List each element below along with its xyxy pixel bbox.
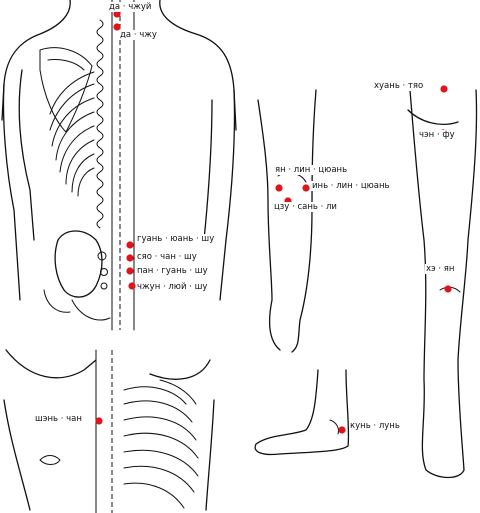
point-marker	[113, 10, 121, 18]
point-marker	[126, 241, 134, 249]
leg-side-drawing	[407, 89, 478, 479]
point-label-he-yang: хэ · ян	[425, 264, 456, 274]
point-marker	[95, 417, 103, 425]
point-label-da-zhuy: да · чжуй	[108, 2, 153, 12]
point-label-syao-chan-shu: сяо · чан · шу	[136, 252, 198, 262]
foot-drawing	[254, 369, 350, 456]
point-label-shan-zhong: шэнь · чан	[34, 414, 83, 424]
point-marker	[444, 285, 452, 293]
point-marker	[440, 85, 448, 93]
point-label-zu-san-li: цзу · сань · ли	[273, 202, 338, 212]
point-label-yan-lin-quan: ян · лин · цюань	[274, 165, 349, 175]
point-marker	[302, 184, 310, 192]
point-label-kun-lun: кунь · лунь	[349, 421, 401, 431]
back-torso-drawing	[1, 0, 237, 331]
lower-leg-drawing	[257, 89, 317, 353]
point-marker	[275, 184, 283, 192]
point-label-huan-tiao: хуань · тяо	[373, 81, 425, 91]
point-label-chen-fu: чэн · фу	[418, 130, 456, 140]
point-label-pan-guan-shu: пан · гуань · шу	[136, 266, 209, 276]
point-marker	[113, 23, 121, 31]
point-label-da-zhu: да · чжу	[119, 30, 158, 40]
point-marker	[338, 426, 346, 434]
acupuncture-points	[95, 10, 452, 434]
point-label-guan-yuan-shu: гуань · юань · шу	[136, 234, 216, 244]
point-label-zhun-lyuy-shu: чжун · люй · шу	[136, 282, 209, 292]
point-label-yin-lin-quan: инь · лин · цюань	[311, 181, 391, 191]
point-marker	[126, 254, 134, 262]
point-marker	[126, 267, 134, 275]
point-marker	[128, 282, 136, 290]
chest-drawing	[3, 349, 215, 513]
